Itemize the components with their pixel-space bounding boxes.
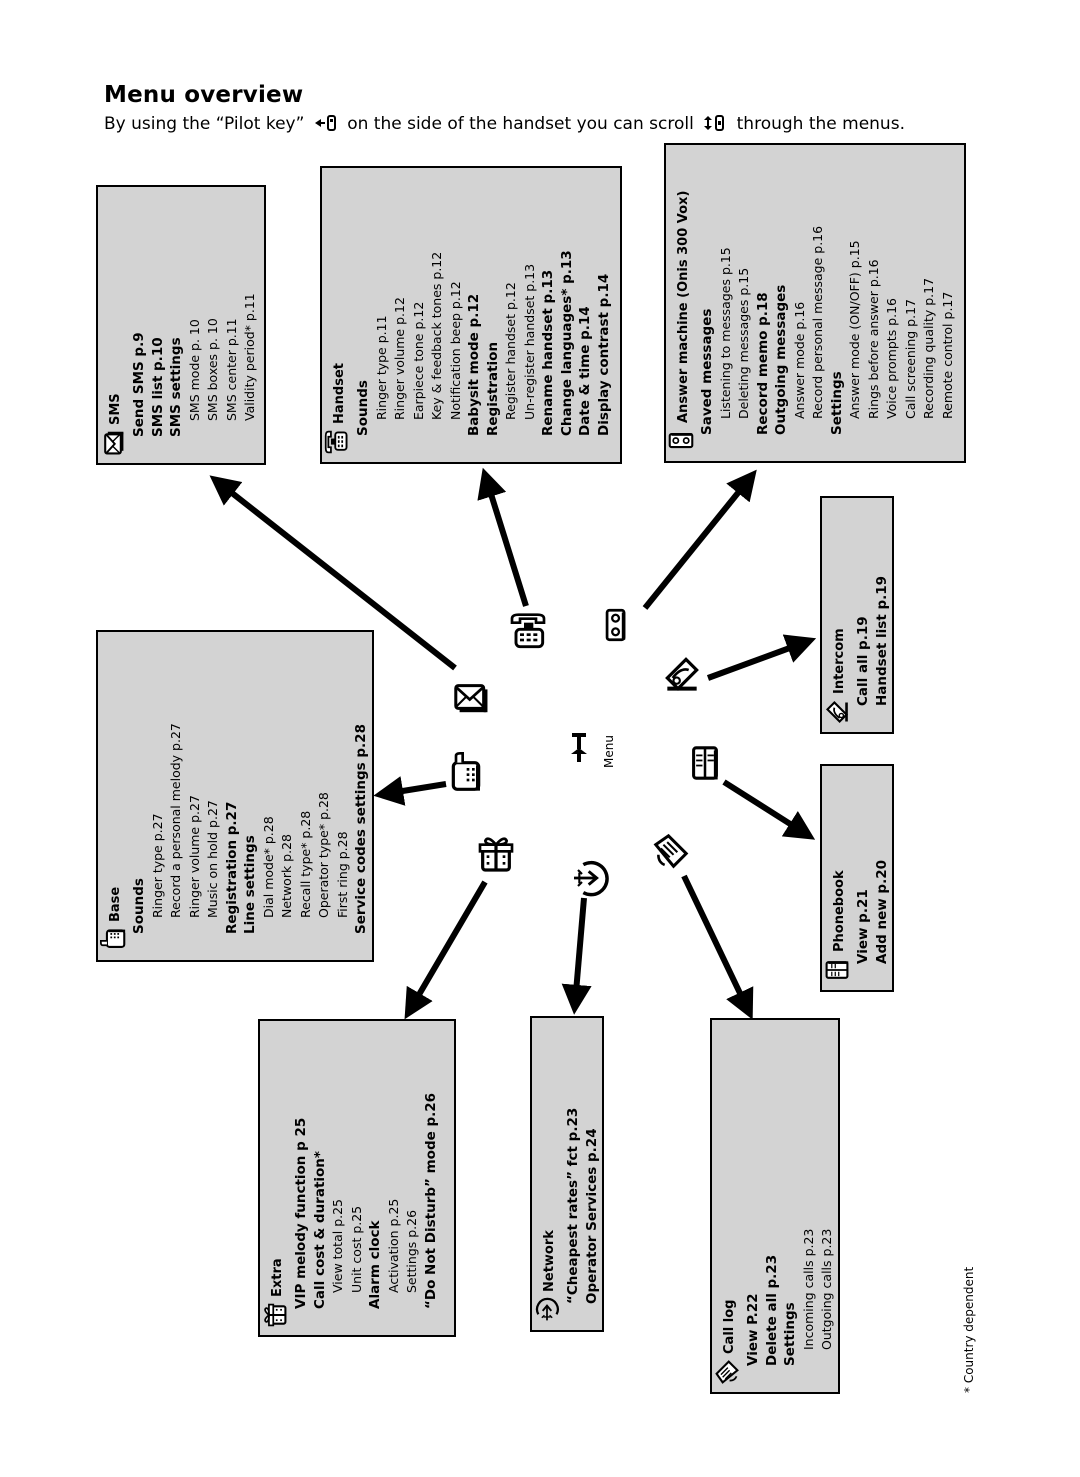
subtitle-part-1: By using the “Pilot key”: [104, 114, 305, 134]
arrow-to-phonebook: [722, 779, 816, 840]
answer-machine-menu-content: Answer machine (Onis 300 Vox)Saved messa…: [666, 145, 964, 461]
cassette-icon[interactable]: [598, 608, 632, 646]
page-subtitle: By using the “Pilot key” on the side of …: [104, 114, 905, 134]
answer-machine-menu-header[interactable]: Answer machine (Onis 300 Vox): [668, 151, 698, 455]
subtitle-part-3: through the menus.: [736, 114, 905, 134]
handset-icon[interactable]: [508, 612, 548, 656]
arrow-to-handset: [477, 467, 529, 607]
extra-menu-header[interactable]: Extra: [262, 1027, 292, 1329]
subtitle-part-2: on the side of the handset you can scrol…: [347, 114, 694, 134]
handset-menu-header[interactable]: Handset: [324, 174, 354, 456]
intercom-icon[interactable]: [662, 654, 702, 698]
call-log-icon: [714, 1354, 744, 1386]
handset-icon: [324, 424, 354, 456]
base-menu-header[interactable]: Base: [100, 638, 130, 954]
arrow-to-sms: [209, 475, 457, 671]
scroll-icon: [704, 115, 725, 131]
arrow-to-call-log: [681, 874, 754, 1020]
intercom-icon: [824, 694, 854, 726]
page-title: Menu overview: [104, 82, 304, 108]
envelope-icon: [100, 425, 130, 457]
sms-menu-header[interactable]: SMS: [100, 193, 130, 457]
call-log-menu-header[interactable]: Call log: [714, 1026, 744, 1386]
phonebook-menu-header[interactable]: Phonebook: [824, 772, 854, 984]
call-log-icon[interactable]: [652, 832, 690, 874]
arrow-to-extra: [404, 880, 488, 1020]
network-icon[interactable]: [570, 858, 610, 902]
network-menu-header[interactable]: Network: [534, 1024, 564, 1324]
envelope-icon[interactable]: [452, 678, 490, 720]
menu-key-icon[interactable]: [568, 732, 590, 764]
footnote: * Country dependent: [962, 1266, 976, 1393]
menu-label: Menu: [602, 735, 616, 768]
gift-icon[interactable]: [476, 834, 516, 878]
phonebook-icon: [824, 952, 854, 984]
cassette-icon: [668, 423, 698, 455]
arrow-to-answer-machine: [642, 469, 757, 610]
arrow-to-base: [373, 776, 447, 806]
answer-machine-menu-box: Answer machine (Onis 300 Vox)Saved messa…: [664, 143, 966, 463]
pilot-key-icon: [314, 115, 336, 131]
base-station-icon[interactable]: [444, 752, 484, 796]
network-icon: [534, 1292, 564, 1324]
gift-icon: [262, 1297, 292, 1329]
base-station-icon: [100, 922, 130, 954]
phonebook-icon[interactable]: [686, 744, 724, 786]
intercom-menu-header[interactable]: Intercom: [824, 504, 854, 726]
arrow-to-network: [561, 897, 592, 1015]
arrow-to-intercom: [706, 634, 817, 681]
